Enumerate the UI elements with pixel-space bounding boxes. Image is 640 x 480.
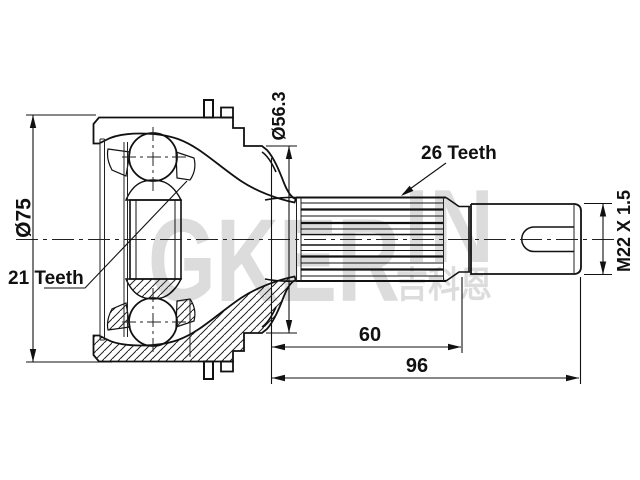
abs-ring-tab — [203, 99, 214, 119]
label-total-length: 96 — [406, 355, 428, 377]
label-step-diameter: Ø56.3 — [269, 91, 289, 140]
label-inner-spline: 21 Teeth — [8, 268, 84, 289]
spline-edges — [296, 196, 446, 282]
dim-total-length: 96 — [272, 277, 582, 384]
spline-shaft — [261, 151, 582, 328]
callout-outer-spline: 26 Teeth — [401, 143, 497, 196]
dim-thread: M22 X 1.5 — [584, 190, 634, 276]
spline-tooth-lines — [301, 202, 443, 277]
dim-outer-diameter: Ø75 — [13, 114, 112, 363]
dim-step-diameter: Ø56.3 — [266, 91, 297, 334]
label-spline-length: 60 — [359, 324, 381, 346]
callout-inner-spline: 21 Teeth — [8, 180, 188, 289]
boot-neck — [261, 151, 297, 328]
ball-centerlines — [122, 127, 188, 194]
dim-spline-length: 60 — [270, 158, 463, 384]
watermark-brand2: IN — [404, 169, 494, 285]
cage-section-right — [175, 151, 196, 181]
label-thread-spec: M22 X 1.5 — [614, 190, 634, 272]
dimensions: Ø75 Ø56.3 M22 X 1.5 60 96 — [8, 91, 634, 384]
abs-ring-step — [220, 106, 234, 119]
inner-race-dome — [124, 179, 183, 201]
label-outer-spline: 26 Teeth — [421, 143, 497, 164]
label-outer-diameter: Ø75 — [13, 198, 36, 238]
